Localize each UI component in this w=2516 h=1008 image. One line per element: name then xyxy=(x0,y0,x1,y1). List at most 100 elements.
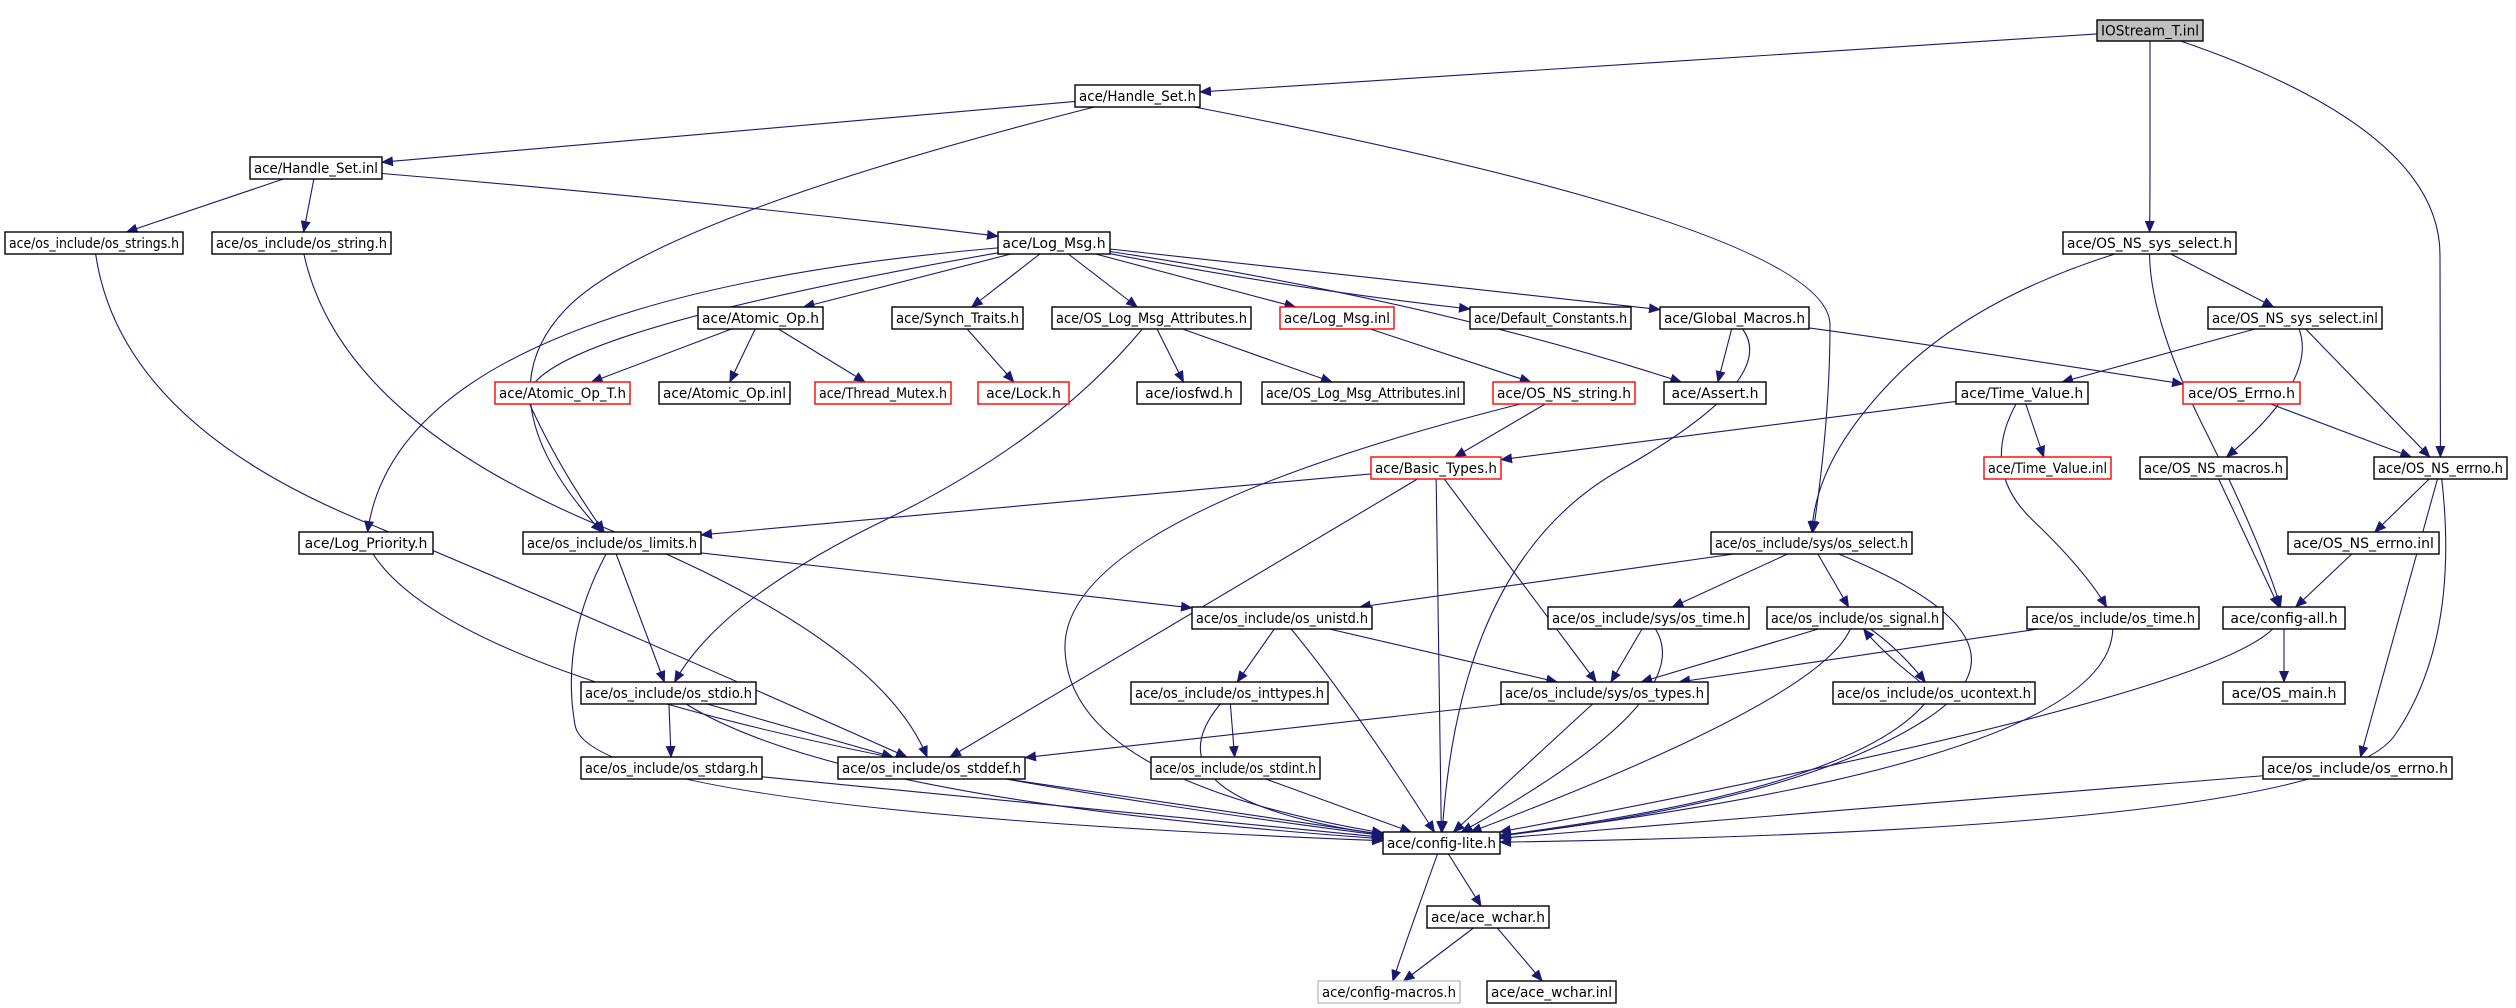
header-node[interactable]: ace/Atomic_Op.inl xyxy=(658,381,791,405)
include-edge xyxy=(615,553,666,683)
include-edge xyxy=(1447,853,1482,907)
node-label: ace/OS_NS_macros.h xyxy=(2144,461,2283,477)
header-node[interactable]: ace/OS_main.h xyxy=(2222,681,2346,705)
include-edge xyxy=(1808,327,2184,388)
include-edge xyxy=(2305,328,2431,458)
header-node[interactable]: ace/ace_wchar.h xyxy=(1426,905,1550,929)
include-edge xyxy=(2149,253,2283,608)
include-edge xyxy=(802,253,1012,310)
header-node[interactable]: ace/os_include/os_strings.h xyxy=(4,231,184,255)
header-node[interactable]: ace/os_include/os_stdio.h xyxy=(580,681,757,705)
node-label: ace/OS_Log_Msg_Attributes.h xyxy=(1056,311,1247,327)
include-edge xyxy=(1228,703,1239,758)
header-node[interactable]: ace/OS_Errno.h xyxy=(2182,381,2301,405)
header-node[interactable]: ace/config-macros.h xyxy=(1317,980,1461,1004)
include-edge xyxy=(729,328,756,383)
include-edge xyxy=(1453,403,1546,458)
include-edge xyxy=(761,776,1384,842)
header-node[interactable]: ace/Log_Msg.inl xyxy=(1279,306,1395,330)
include-edge xyxy=(1499,703,1925,839)
include-edge xyxy=(303,253,928,758)
node-label: ace/OS_NS_sys_select.h xyxy=(2067,236,2232,252)
header-node[interactable]: ace/Assert.h xyxy=(1663,381,1767,405)
include-edge xyxy=(1817,553,1850,608)
node-label: ace/Thread_Mutex.h xyxy=(819,386,947,402)
header-node[interactable]: ace/os_include/os_stddef.h xyxy=(837,756,1026,780)
header-node[interactable]: ace/Default_Constants.h xyxy=(1469,306,1632,330)
header-node[interactable]: ace/Atomic_Op.h xyxy=(697,306,824,330)
include-edge xyxy=(2218,478,2280,608)
include-edge xyxy=(1435,478,1447,833)
header-node[interactable]: ace/iosfwd.h xyxy=(1136,381,1242,405)
header-node[interactable]: ace/Basic_Types.h xyxy=(1370,456,1502,480)
header-node[interactable]: ace/os_include/sys/os_select.h xyxy=(1710,531,1913,555)
include-edge xyxy=(381,172,999,240)
header-node[interactable]: ace/OS_NS_macros.h xyxy=(2139,456,2288,480)
node-label: ace/Atomic_Op_T.h xyxy=(499,386,626,402)
include-edge xyxy=(1715,328,1733,383)
include-edge xyxy=(1095,253,1297,310)
header-node[interactable]: ace/OS_NS_errno.inl xyxy=(2287,531,2440,555)
node-label: ace/config-all.h xyxy=(2230,611,2337,627)
header-node[interactable]: ace/os_include/os_string.h xyxy=(211,231,392,255)
node-label: ace/os_include/os_stdint.h xyxy=(1155,761,1316,777)
header-node[interactable]: ace/config-all.h xyxy=(2222,606,2346,630)
header-node[interactable]: ace/OS_NS_errno.h xyxy=(2373,456,2508,480)
header-node[interactable]: ace/os_include/os_stdarg.h xyxy=(580,756,763,780)
header-node[interactable]: ace/Time_Value.inl xyxy=(1983,456,2112,480)
header-node[interactable]: ace/OS_NS_sys_select.h xyxy=(2062,231,2237,255)
header-nodes: IOStream_T.inlace/Handle_Set.hace/Handle… xyxy=(4,19,2508,1004)
node-label: ace/os_include/os_stdio.h xyxy=(585,686,752,702)
header-node[interactable]: ace/os_include/os_time.h xyxy=(2026,606,2200,630)
header-node[interactable]: ace/Atomic_Op_T.h xyxy=(494,381,631,405)
header-node[interactable]: ace/os_include/os_signal.h xyxy=(1766,606,1944,630)
header-node[interactable]: ace/Log_Priority.h xyxy=(298,531,434,555)
header-node[interactable]: ace/os_include/os_errno.h xyxy=(2262,756,2453,780)
include-edge xyxy=(1265,778,1413,833)
include-edge xyxy=(674,328,1143,683)
header-node[interactable]: ace/OS_NS_sys_select.inl xyxy=(2207,306,2383,330)
header-node[interactable]: ace/Lock.h xyxy=(977,381,1070,405)
include-edge xyxy=(1452,703,1593,833)
include-edge xyxy=(1064,403,1521,837)
include-edge xyxy=(590,328,732,383)
header-node[interactable]: ace/ace_wchar.inl xyxy=(1486,980,1617,1004)
header-node[interactable]: ace/OS_Log_Msg_Attributes.h xyxy=(1051,306,1252,330)
node-label: ace/OS_NS_errno.h xyxy=(2378,461,2503,477)
include-edge xyxy=(2374,478,2430,533)
header-node[interactable]: ace/os_include/os_limits.h xyxy=(522,531,702,555)
header-node[interactable]: ace/Global_Macros.h xyxy=(1659,306,1810,330)
header-node[interactable]: ace/os_include/os_stdint.h xyxy=(1150,756,1321,780)
header-node[interactable]: ace/Handle_Set.h xyxy=(1074,84,1201,108)
include-edge xyxy=(1807,253,2116,533)
header-node[interactable]: ace/Thread_Mutex.h xyxy=(814,381,952,405)
include-edge xyxy=(2170,253,2275,308)
header-node[interactable]: ace/Log_Msg.h xyxy=(997,231,1111,255)
node-label: ace/Time_Value.inl xyxy=(1988,461,2107,477)
header-node[interactable]: ace/os_include/sys/os_time.h xyxy=(1547,606,1750,630)
node-label: ace/Log_Msg.inl xyxy=(1284,311,1390,327)
node-label: ace/Basic_Types.h xyxy=(1375,461,1497,477)
include-edge xyxy=(1370,328,1532,384)
include-edge xyxy=(300,178,315,233)
header-node[interactable]: ace/os_include/os_ucontext.h xyxy=(1832,681,2036,705)
header-node[interactable]: ace/Handle_Set.inl xyxy=(249,156,383,180)
include-edge xyxy=(1358,553,1734,611)
header-node[interactable]: ace/os_include/os_inttypes.h xyxy=(1130,681,1329,705)
node-label: ace/OS_Log_Msg_Attributes.inl xyxy=(1266,386,1460,402)
header-node[interactable]: ace/config-lite.h xyxy=(1382,831,1501,855)
node-label: ace/os_include/sys/os_time.h xyxy=(1552,611,1745,627)
node-label: ace/os_include/os_string.h xyxy=(216,236,387,252)
node-label: ace/OS_NS_errno.inl xyxy=(2293,536,2434,552)
header-node[interactable]: ace/os_include/sys/os_types.h xyxy=(1500,681,1709,705)
header-node[interactable]: ace/OS_NS_string.h xyxy=(1492,381,1636,405)
header-node[interactable]: ace/Time_Value.h xyxy=(1955,381,2089,405)
header-node[interactable]: ace/os_include/os_unistd.h xyxy=(1191,606,1373,630)
header-node[interactable]: ace/OS_Log_Msg_Attributes.inl xyxy=(1261,381,1465,405)
include-edge xyxy=(665,703,676,758)
include-edge xyxy=(1499,628,2114,840)
include-edge xyxy=(2025,403,2045,458)
node-label: ace/Lock.h xyxy=(986,386,1061,402)
header-node[interactable]: ace/Synch_Traits.h xyxy=(891,306,1024,330)
include-edge xyxy=(1437,328,1751,833)
